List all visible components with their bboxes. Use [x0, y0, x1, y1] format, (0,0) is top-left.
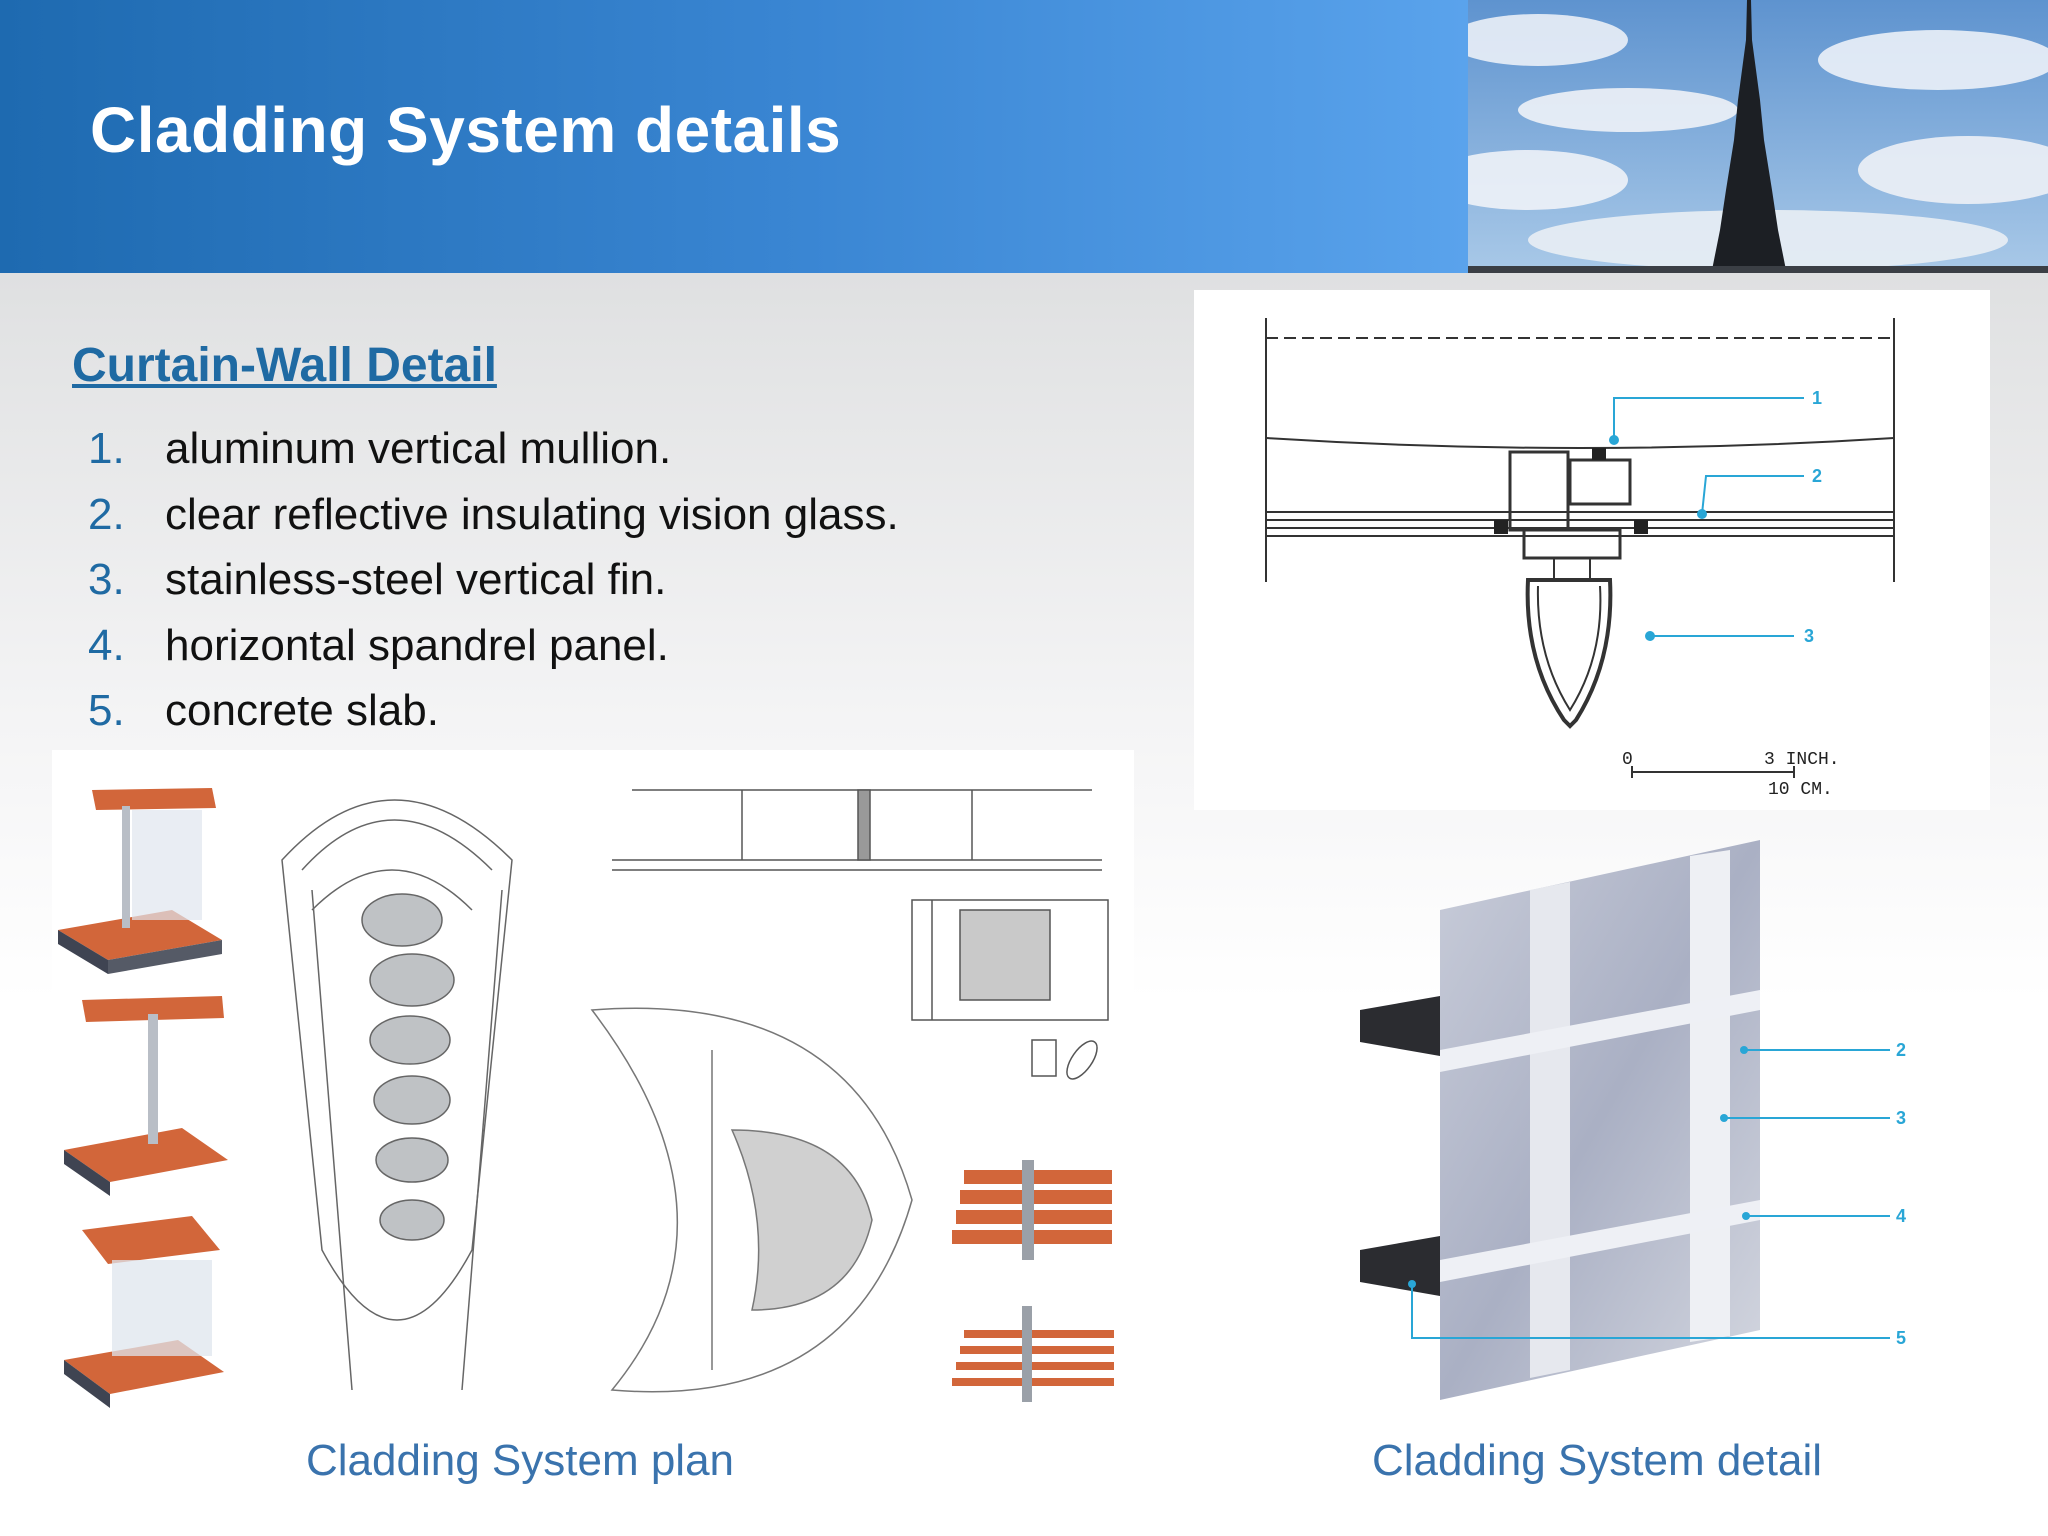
title-banner: Cladding System details: [0, 0, 1468, 273]
elevation-drawing: [612, 789, 1102, 871]
slide-title: Cladding System details: [90, 94, 842, 166]
list-text: concrete slab.: [165, 686, 439, 735]
crescent-plan-drawing: [590, 1007, 913, 1393]
fin-detail-drawing: [1031, 1039, 1098, 1080]
list-number: 5.: [88, 686, 125, 735]
tower-photo: [1468, 0, 2048, 273]
list-item: 4. horizontal spandrel panel.: [88, 621, 899, 687]
louver-render: [952, 1306, 1114, 1402]
list-text: horizontal spandrel panel.: [165, 620, 669, 670]
callout-label: 2: [1896, 1040, 1906, 1060]
scale-cm: 10 CM.: [1768, 780, 1833, 800]
list-item: 3. stainless-steel vertical fin.: [88, 555, 899, 621]
cladding-plan-collage: [52, 750, 1134, 1420]
scale-inch: 3 INCH.: [1764, 750, 1840, 770]
list-text: stainless-steel vertical fin.: [165, 555, 667, 604]
caption-detail: Cladding System detail: [1372, 1436, 1823, 1485]
list-text: clear reflective insulating vision glass…: [165, 489, 899, 539]
list-text: aluminum vertical mullion.: [165, 424, 672, 473]
list-number: 3.: [88, 555, 125, 604]
callout-label: 2: [1812, 466, 1822, 486]
curtain-wall-heading: Curtain-Wall Detail: [72, 339, 497, 392]
scale-zero: 0: [1622, 750, 1633, 770]
list-item: 2. clear reflective insulating vision gl…: [88, 490, 899, 556]
callout-label: 3: [1896, 1108, 1906, 1128]
component-list: 1. aluminum vertical mullion. 2. clear r…: [88, 424, 899, 752]
list-item: 1. aluminum vertical mullion.: [88, 424, 899, 490]
callout-label: 4: [1896, 1206, 1906, 1226]
mullion-section-drawing: 1 2 3 0 3 INCH. 10 CM.: [1194, 290, 1990, 810]
canopy-section-drawing: [911, 899, 1109, 1021]
callout-label: 1: [1812, 388, 1822, 408]
list-number: 2.: [88, 489, 125, 539]
canopy-render: [64, 996, 228, 1196]
louver-render: [952, 1160, 1112, 1260]
list-number: 4.: [88, 620, 125, 670]
list-number: 1.: [88, 424, 125, 473]
canopy-render: [58, 788, 222, 974]
callout-label: 3: [1804, 626, 1814, 646]
list-item: 5. concrete slab.: [88, 686, 899, 752]
plan-drawing: [281, 799, 513, 1391]
callout-label: 5: [1896, 1328, 1906, 1348]
isometric-detail-drawing: 2 3 4 5: [1330, 820, 2002, 1420]
caption-plan: Cladding System plan: [306, 1436, 735, 1485]
canopy-render: [64, 1216, 224, 1408]
